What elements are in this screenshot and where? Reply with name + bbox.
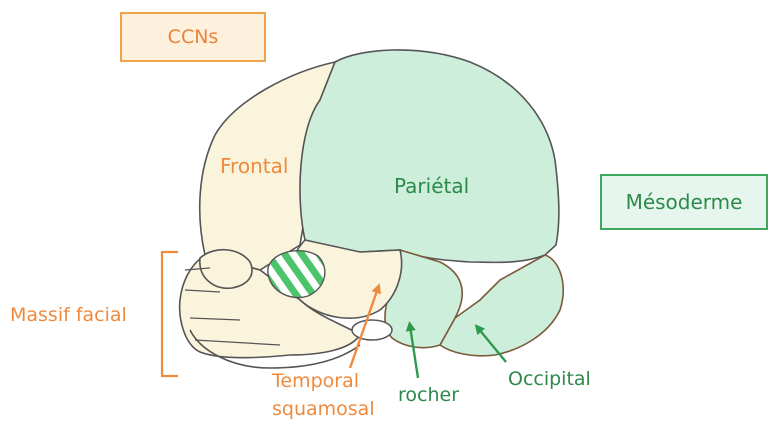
massif-facial-bracket — [162, 252, 178, 376]
mesoderme-legend-box: Mésoderme — [600, 174, 768, 230]
ccns-legend-box: CCNs — [120, 12, 266, 62]
massif-facial-label: Massif facial — [10, 306, 127, 325]
occipital-label: Occipital — [508, 370, 591, 389]
temporal-label: Temporal — [272, 372, 359, 391]
mesoderme-legend-label: Mésoderme — [626, 190, 743, 214]
ear-ring — [352, 320, 392, 340]
parietal-label: Pariétal — [394, 176, 469, 196]
rocher-label: rocher — [398, 386, 459, 405]
frontal-label: Frontal — [220, 156, 288, 176]
ccns-legend-label: CCNs — [168, 26, 219, 48]
squamosal-label: squamosal — [272, 400, 375, 419]
parietal-bone — [300, 50, 559, 262]
